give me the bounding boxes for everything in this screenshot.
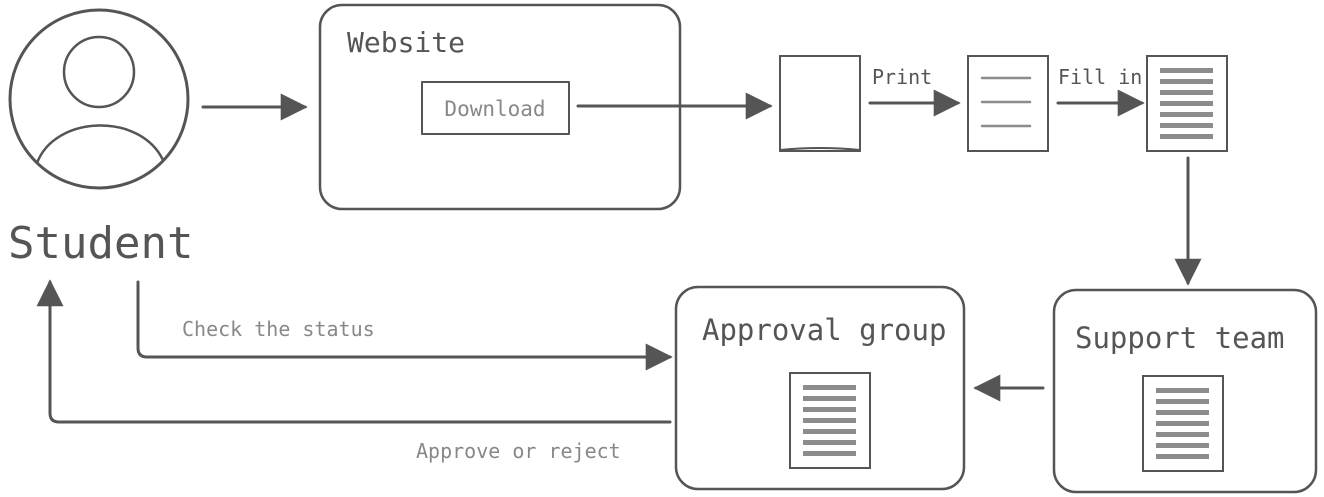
download-button[interactable] [421,81,570,135]
download-button-label: Download [444,97,545,121]
arrow-approve-reject [36,279,672,424]
student-avatar-icon [8,8,190,190]
approval-form-icon [789,372,871,469]
approval-group-label: Approval group [702,313,946,347]
website-label: Website [347,26,465,59]
print-label: Print [872,65,932,89]
support-form-icon [1142,375,1224,472]
support-team-box [1052,288,1318,494]
fill-in-label: Fill in [1058,65,1142,89]
check-status-label: Check the status [182,317,375,341]
arrow-check-status [136,280,673,371]
student-label: Student [8,218,193,269]
blank-form-icon [779,55,861,152]
filled-form-icon [1146,55,1228,152]
approval-group-box [674,285,966,491]
support-team-label: Support team [1075,321,1285,355]
approve-reject-label: Approve or reject [416,439,621,463]
printed-form-icon [967,55,1049,152]
